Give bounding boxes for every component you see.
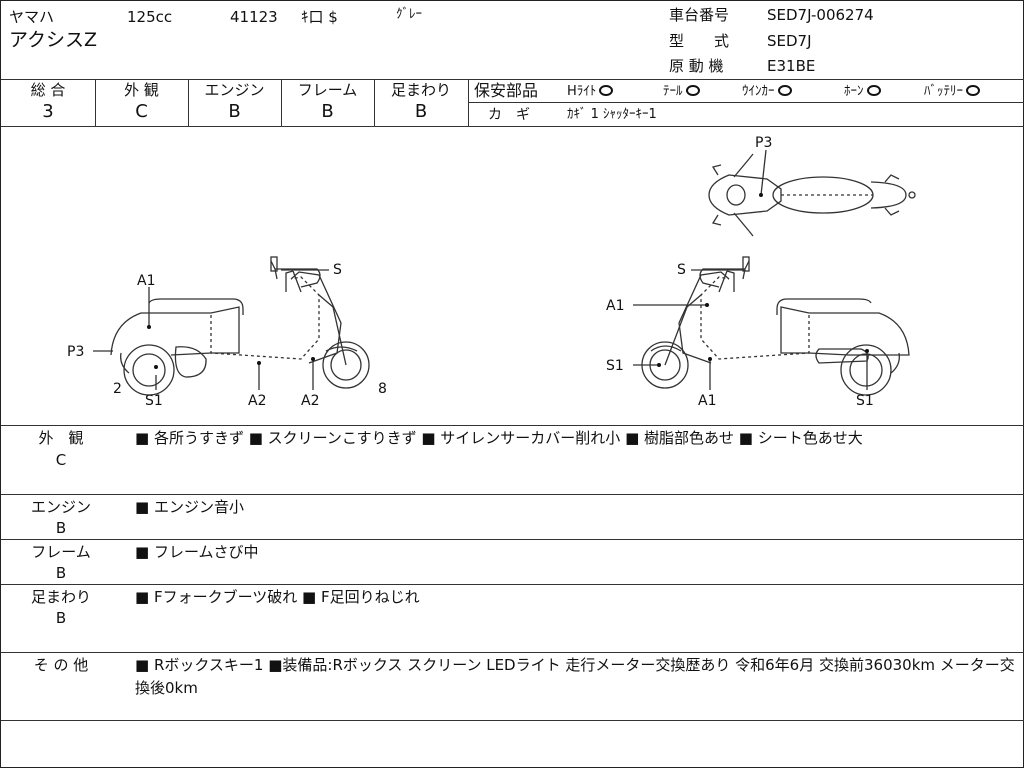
label-right-s: S [677, 262, 686, 278]
grade-engine-label: エンジン [204, 81, 265, 99]
divider [1, 652, 1024, 653]
divider [374, 79, 375, 126]
label-left-a1: A1 [137, 273, 155, 289]
key-label: カ ギ [488, 107, 530, 123]
label-top-p3: P3 [755, 135, 772, 151]
label-right-s1-front: S1 [606, 358, 624, 374]
detail-suspension-grade: B [55, 609, 67, 627]
divider [1, 539, 1024, 540]
label-right-a1-lower: A1 [698, 393, 716, 409]
detail-exterior-grade: C [55, 451, 67, 469]
stock-number: 41123 [230, 8, 278, 26]
model-type-value: SED7J [767, 32, 812, 50]
detail-frame-label: フレーム [31, 543, 91, 561]
grade-exterior-label: 外 観 [124, 81, 159, 99]
detail-engine-grade: B [55, 519, 67, 537]
divider [1, 126, 1024, 127]
scooter-diagram: P3 A1 P3 2 S1 A2 A2 8 S S A1 S1 A1 S1 [67, 135, 916, 409]
maker: ヤマハ [9, 8, 55, 26]
divider [1, 584, 1024, 585]
scooter-left-view [110, 256, 370, 396]
grade-engine-value: B [228, 101, 241, 122]
detail-other-label: そ の 他 [33, 656, 89, 674]
label-left-8: 8 [378, 381, 387, 397]
safety-item-tail: ﾃｰﾙ [663, 83, 700, 101]
frame-number-label: 車台番号 [669, 6, 730, 24]
safety-item-headlight: Hﾗｲﾄ [567, 83, 614, 101]
grade-exterior-value: C [135, 101, 148, 122]
grade-suspension-value: B [414, 101, 428, 122]
detail-frame-text: ■ フレームさび中 [135, 543, 259, 561]
safety-item-battery: ﾊﾞｯﾃﾘｰ [924, 83, 980, 101]
safety-item-horn: ﾎｰﾝ [844, 83, 881, 101]
scooter-right-view [641, 256, 910, 396]
engine-type-value: E31BE [767, 57, 816, 75]
ok-mark-icon [685, 85, 700, 96]
divider [1, 720, 1024, 721]
label-right-s1-rear: S1 [856, 393, 874, 409]
label-right-a1-upper: A1 [606, 298, 624, 314]
label-left-a2-2: A2 [301, 393, 319, 409]
model-type-label: 型 式 [669, 32, 730, 50]
frame-number-value: SED7J-006274 [767, 6, 874, 24]
ok-mark-icon [777, 85, 792, 96]
divider [1, 425, 1024, 426]
label-left-s: S [333, 262, 342, 278]
label-left-p3: P3 [67, 344, 84, 360]
divider [468, 79, 469, 126]
ok-mark-icon [866, 85, 881, 96]
divider [1, 494, 1024, 495]
label-left-s1: S1 [145, 393, 163, 409]
divider [468, 102, 1024, 103]
detail-suspension-label: 足まわり [30, 588, 91, 606]
header-symbols: ｷ口 $ [301, 8, 338, 26]
detail-engine-text: ■ エンジン音小 [135, 498, 244, 516]
grade-overall-label: 総 合 [30, 81, 66, 99]
model-name: アクシスZ [9, 29, 98, 51]
safety-parts-label: 保安部品 [474, 81, 539, 100]
engine-type-label: 原 動 機 [669, 57, 724, 75]
grade-frame-label: フレーム [297, 81, 358, 99]
divider [188, 79, 189, 126]
label-left-a2-1: A2 [248, 393, 266, 409]
detail-exterior-text: ■ 各所うすきず ■ スクリーンこすりきず ■ サイレンサーカバー削れ小 ■ 樹… [135, 429, 863, 447]
detail-suspension-text: ■ Fフォークブーツ破れ ■ F足回りねじれ [135, 588, 420, 606]
divider [1, 79, 1024, 80]
ok-mark-icon [599, 85, 614, 96]
grade-overall-value: 3 [42, 101, 54, 122]
divider [95, 79, 96, 126]
safety-item-winker: ｳｲﾝｶｰ [742, 83, 792, 101]
detail-other-text: ■ Rボックスキー1 ■装備品:Rボックス スクリーン LEDライト 走行メータ… [135, 656, 1015, 697]
detail-exterior-label: 外 観 [38, 429, 84, 447]
displacement: 125cc [127, 8, 173, 26]
divider [281, 79, 282, 126]
grade-suspension-label: 足まわり [390, 81, 451, 99]
scooter-top-view [708, 153, 916, 237]
grade-frame-value: B [321, 101, 334, 122]
label-left-2: 2 [113, 381, 122, 397]
key-value: ｶｷﾞ 1 ｼｬｯﾀｰｷｰ1 [567, 107, 657, 122]
detail-frame-grade: B [55, 564, 67, 582]
ok-mark-icon [966, 85, 980, 96]
body-color: ｸﾞﾚｰ [396, 7, 422, 22]
detail-engine-label: エンジン [30, 498, 91, 516]
